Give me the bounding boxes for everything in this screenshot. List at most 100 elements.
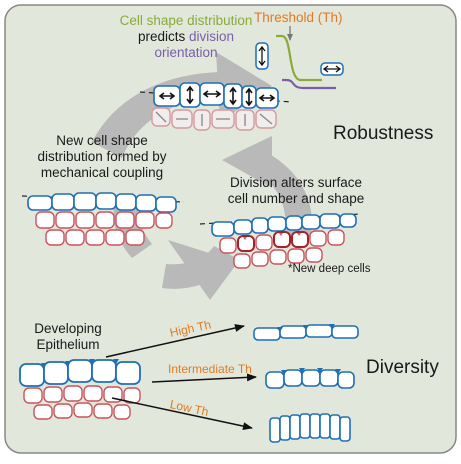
- high-th-arrow: [105, 324, 245, 358]
- cycle-head-bottom: [168, 240, 238, 300]
- deep-cell: [105, 229, 125, 246]
- surface-cell: [95, 192, 117, 210]
- deep-cell: [33, 404, 53, 420]
- surface-cell: [51, 193, 75, 211]
- deep-cell: [135, 211, 155, 229]
- deep-cell: [113, 404, 131, 420]
- intermediate-th-tissue: [265, 368, 355, 389]
- purple-sigmoid-curve: [282, 78, 336, 90]
- developing-epithelium-tissue: [19, 359, 141, 420]
- deep-cell: [233, 253, 251, 269]
- top-caption: Cell shape distribution predicts divisio…: [100, 13, 272, 61]
- low-th-tissue: [269, 413, 351, 443]
- surface-cell: [19, 363, 45, 387]
- right-tissue: [199, 213, 361, 269]
- intermediate-th-label: Intermediate Th: [168, 362, 252, 376]
- surface-cell: [67, 359, 93, 383]
- new-deep-cells-note: *New deep cells: [288, 263, 371, 275]
- surface-cell: [279, 415, 291, 441]
- surface-cell: [233, 219, 253, 235]
- deep-cell: [65, 229, 85, 246]
- new-deep-cell: [291, 231, 309, 248]
- deep-cell: [309, 230, 327, 247]
- deep-cell: [327, 229, 345, 246]
- deep-cell: [55, 211, 75, 229]
- developing-label-line: Developing: [34, 321, 102, 336]
- surface-cell: [331, 325, 359, 339]
- new-deep-cell: [237, 235, 255, 252]
- left-caption-line: distribution formed by: [37, 149, 167, 165]
- deep-cell: [73, 402, 93, 418]
- deep-cell: [75, 211, 95, 229]
- threshold-graph: [255, 26, 344, 90]
- surface-cell: [319, 369, 339, 387]
- surface-cell: [135, 194, 157, 212]
- surface-cell: [267, 216, 287, 232]
- surface-cell: [319, 413, 331, 439]
- surface-cell: [289, 414, 301, 440]
- surface-cell: [309, 413, 321, 439]
- intermediate-th-arrow: [151, 373, 257, 383]
- deep-cell: [23, 387, 43, 404]
- deep-cell: [305, 247, 323, 263]
- surface-cell: [91, 359, 117, 383]
- surface-cell: [337, 371, 355, 389]
- surface-cell: [305, 324, 333, 338]
- deep-cell: [115, 211, 135, 229]
- developing-label: Developing Epithelium: [22, 321, 114, 352]
- surface-cell: [115, 193, 137, 211]
- left-caption-line: mechanical coupling: [40, 165, 164, 181]
- new-deep-cell-marker: *: [279, 231, 283, 242]
- surface-cell: [211, 221, 235, 237]
- deep-cell: [125, 229, 145, 246]
- deep-cell: [45, 229, 65, 246]
- surface-cell: [301, 214, 321, 230]
- deep-cell: [53, 403, 73, 419]
- surface-cell: [253, 327, 281, 341]
- deep-cell: [95, 211, 115, 229]
- robustness-label: Robustness: [333, 123, 434, 144]
- deep-cell: [219, 237, 237, 254]
- cycle-head-right: [222, 136, 272, 188]
- new-deep-cell-marker: *: [243, 235, 247, 246]
- right-caption: Division alters surface cell number and …: [212, 175, 380, 207]
- surface-cell: [265, 371, 285, 389]
- surface-cell: [339, 416, 351, 442]
- surface-cell: [27, 195, 53, 211]
- diversity-label: Diversity: [366, 357, 439, 378]
- surface-cell: [299, 413, 311, 439]
- right-caption-line: Division alters surface: [229, 175, 363, 190]
- threshold-label: Threshold (Th): [254, 10, 343, 25]
- top-tissue: [139, 82, 293, 131]
- deep-cell: [35, 211, 55, 229]
- deep-cell: [93, 403, 113, 419]
- caption-predicts: predicts: [137, 29, 186, 45]
- surface-cell: [43, 361, 69, 385]
- surface-cell: [285, 215, 303, 231]
- new-deep-cell-marker: *: [297, 231, 301, 242]
- surface-cell: [251, 217, 269, 234]
- deep-cell: [287, 248, 305, 264]
- right-caption-line: cell number and shape: [227, 191, 365, 207]
- surface-cell: [339, 213, 357, 228]
- surface-cell: [279, 325, 307, 339]
- high-th-tissue: [253, 324, 359, 341]
- left-tissue: [21, 192, 185, 246]
- surface-cell: [155, 196, 177, 213]
- surface-cell: [329, 414, 341, 440]
- left-caption-line: New cell shape: [56, 133, 148, 148]
- surface-cell: [73, 192, 97, 211]
- deep-cell: [43, 386, 63, 403]
- deep-cell: [155, 212, 173, 229]
- left-caption: New cell shape distribution formed by me…: [18, 133, 186, 181]
- caption-division: division: [189, 29, 235, 45]
- surface-cell: [269, 417, 281, 443]
- surface-cell: [319, 213, 341, 229]
- caption-line-2: predicts division: [100, 30, 272, 44]
- caption-line-3: orientation: [154, 45, 218, 61]
- surface-cell: [115, 361, 141, 385]
- surface-cell: [283, 369, 303, 387]
- deep-cell: [103, 386, 123, 403]
- deep-cell: [269, 249, 287, 265]
